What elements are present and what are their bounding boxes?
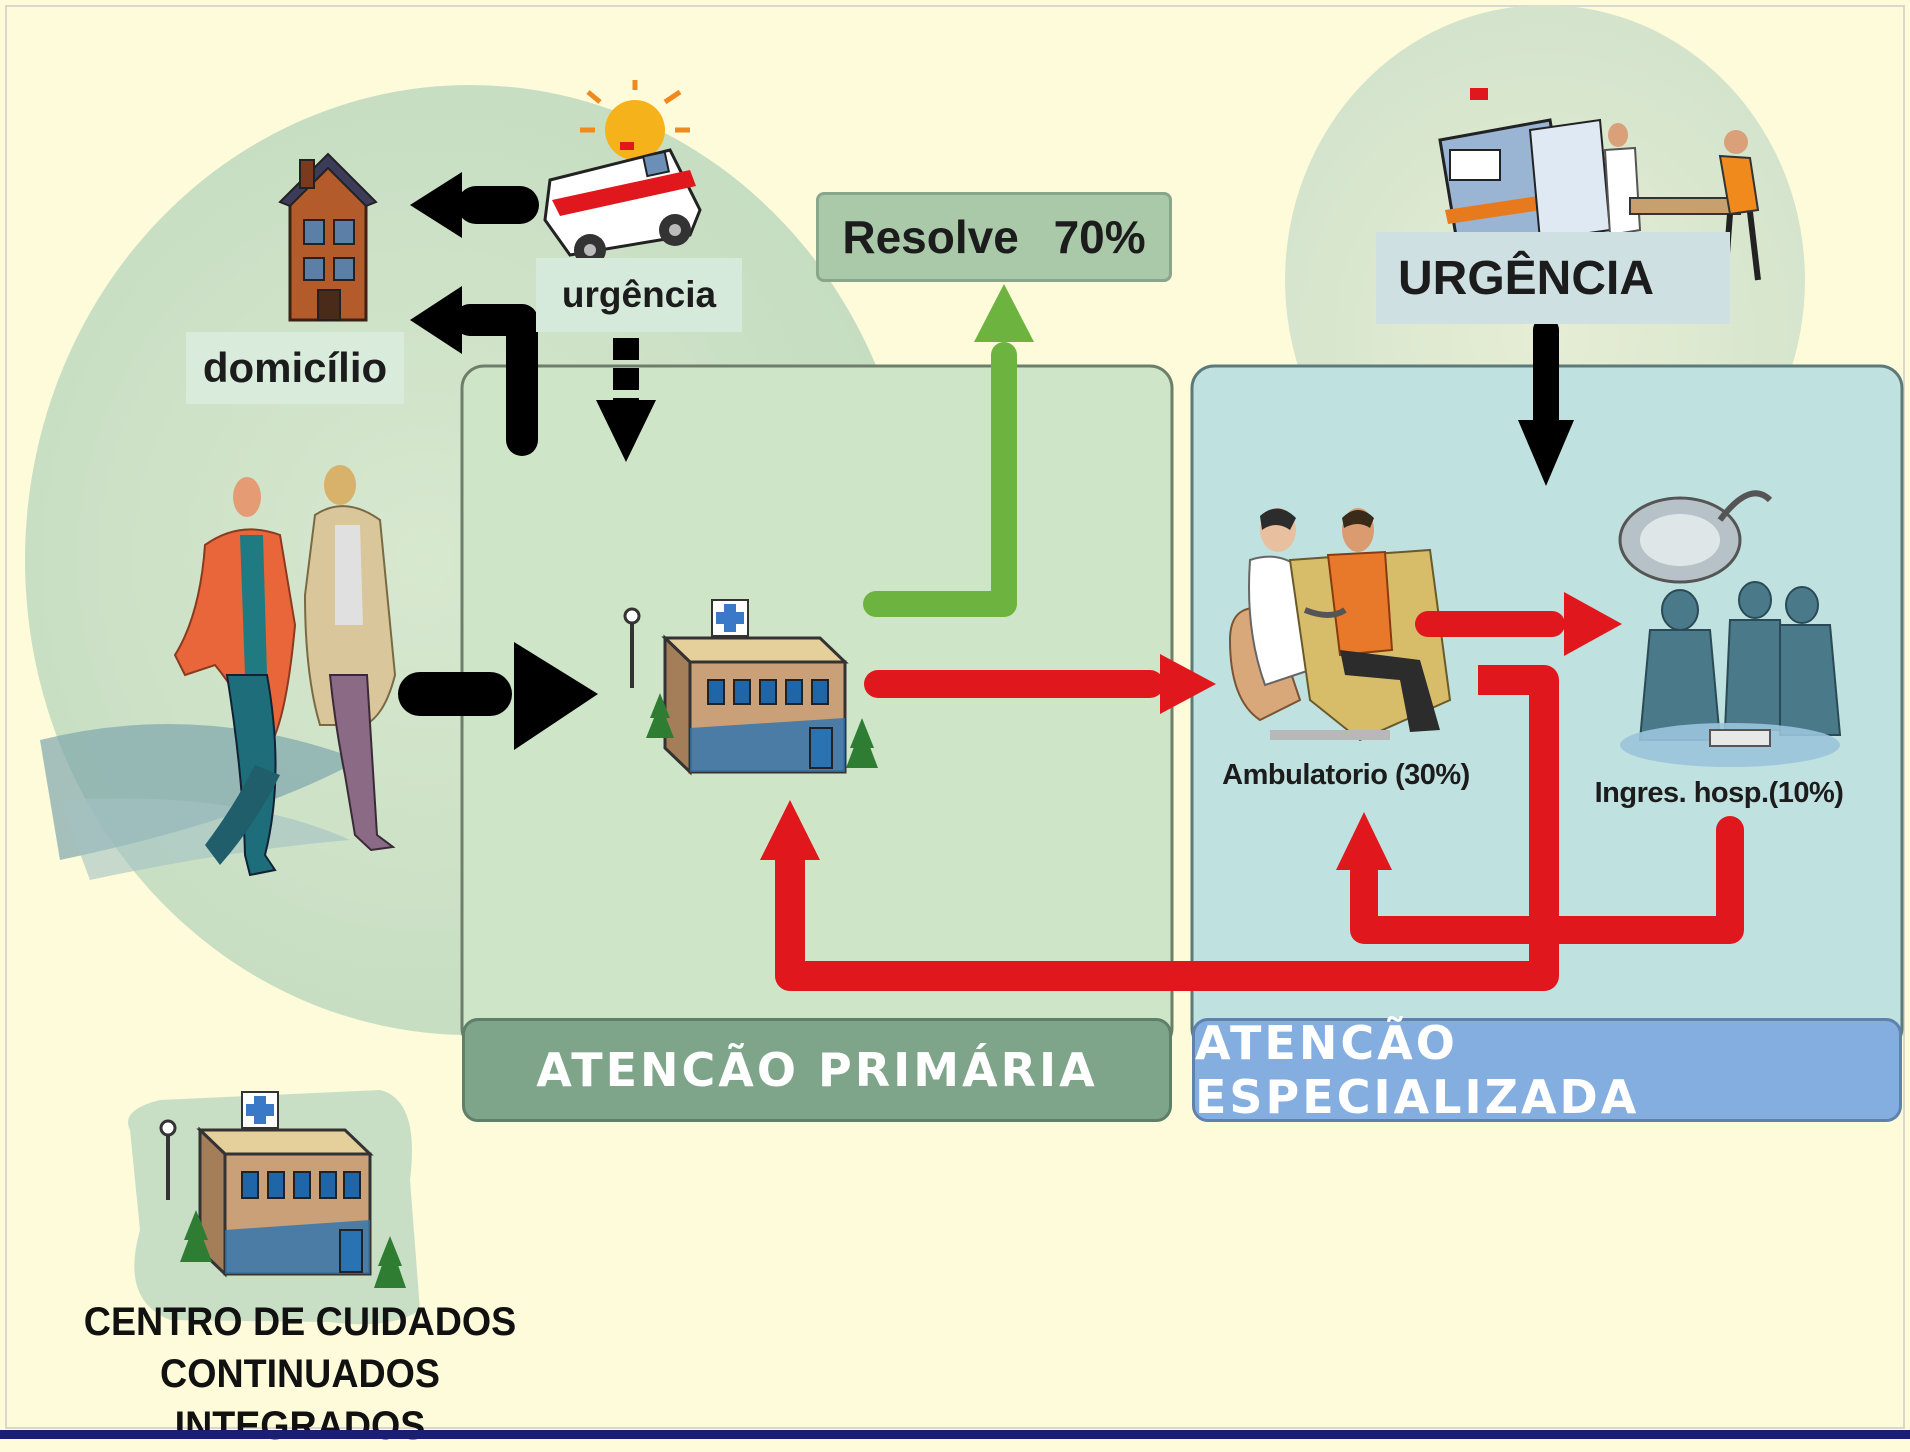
surgery-team-icon [1618,490,1842,767]
atencao-primaria-label: ATENCÃO PRIMÁRIA [462,1018,1172,1122]
resolve-label: Resolve 70% [816,192,1172,282]
ambulatorio-label: Ambulatorio (30%) [1222,758,1470,791]
arrow-ambulatorio-to-primaria [760,665,1559,991]
ambulance-icon [543,80,702,266]
arrow-primaria-to-ambulatorio [864,654,1216,714]
arrow-people-to-clinic [398,642,598,750]
arrow-ambulatorio-to-ingres [1415,592,1622,656]
people-icon [173,465,397,877]
bottom-bar [0,1430,1910,1439]
urgencia-label: urgência [536,258,742,332]
domicilio-label: domicílio [186,332,404,404]
atencao-especializada-label: ATENCÃO ESPECIALIZADA [1192,1016,1902,1124]
centro-cuidados-label: CENTRO DE CUIDADOS CONTINUADOS INTEGRADO… [37,1296,563,1452]
urgencia-hospital-label: URGÊNCIA [1376,232,1730,324]
arrow-urgencia-to-domicilio [410,172,539,238]
arrow-urgencia-to-especializada [1518,317,1574,486]
ingres-hosp-label: Ingres. hosp.(10%) [1594,776,1844,809]
arrow-primaria-to-domicilio [410,286,538,456]
doctor-patient-icon [1228,508,1452,742]
arrow-ingres-to-ambulatorio [1336,812,1744,944]
ground-swoosh [40,724,360,880]
clinic-icon [623,599,878,776]
house-icon [278,152,378,322]
centro-line-1: CENTRO DE CUIDADOS [83,1300,517,1344]
care-center-icon [128,1090,420,1325]
arrow-urgencia-to-primaria [596,338,656,462]
resolve-arrow [863,284,1034,617]
